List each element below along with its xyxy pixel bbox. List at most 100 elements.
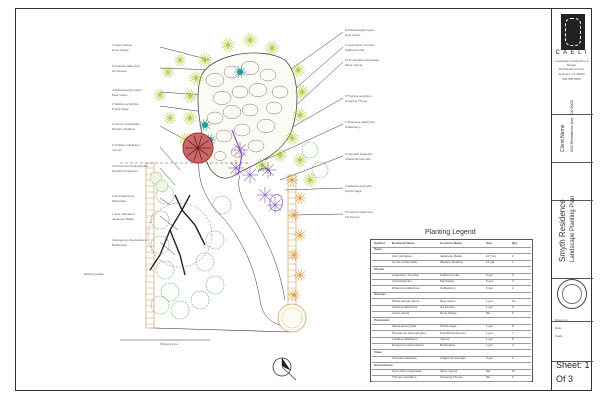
- grass-blade: [293, 64, 299, 71]
- callout-plant-quantity: 8 Muhlenbergia rigens: [345, 28, 375, 32]
- grass-blade: [226, 44, 229, 52]
- shrub-mass: [205, 275, 225, 295]
- grass-blade: [293, 69, 299, 76]
- grass-blade: [189, 95, 195, 102]
- shrub-mass: [150, 295, 170, 315]
- grass-blade: [291, 131, 294, 139]
- grass-blade: [227, 44, 230, 52]
- maple-branch: [187, 140, 199, 149]
- ornamental-grass: [303, 173, 317, 187]
- teal-accent-core: [202, 122, 208, 128]
- flagstone-paver: [212, 91, 232, 105]
- firm-address-1: 000 Residence Ave: [558, 67, 585, 71]
- legend-cell: 4: [512, 343, 514, 348]
- legend-cell: 1: [512, 253, 514, 258]
- path-edge-west: [198, 149, 281, 326]
- grass-blade: [271, 47, 279, 52]
- grass-blade: [301, 91, 304, 99]
- grass-blade: [297, 197, 301, 204]
- callout-plant-common: Purple Sage: [112, 107, 129, 111]
- legend-cell: 1 gal: [486, 343, 493, 348]
- grass-blade: [249, 39, 255, 46]
- grass-blade: [191, 77, 197, 84]
- plan-note-property-line: Property Line: [160, 342, 178, 346]
- grass-blade: [261, 159, 267, 166]
- grass-blade: [226, 38, 229, 46]
- title-block-seal-cell: [552, 279, 593, 322]
- callout-plant-common: Chaparral Clematis: [345, 157, 371, 161]
- grass-blade: [204, 53, 207, 61]
- sheet-number: Sheet: 1: [556, 360, 590, 370]
- grass-blade: [291, 137, 299, 142]
- grass-blade: [260, 158, 263, 166]
- legend-row: Grasses: [372, 292, 531, 300]
- grass-blade: [299, 159, 307, 164]
- grass-blade: [265, 47, 273, 52]
- grass-blade: [291, 209, 295, 216]
- grass-blade: [270, 47, 273, 55]
- grass-blade: [299, 234, 306, 239]
- grass-blade: [261, 158, 264, 166]
- legend-cell: 6: [512, 375, 514, 380]
- legend-cell: Arctostaphylos: [392, 279, 412, 284]
- legend-cell: Muhlenbergia rigens: [392, 298, 420, 303]
- drawn-by-label: Drawn by: [555, 318, 568, 322]
- grass-blade: [167, 71, 174, 76]
- legend-cell: California Lilac: [440, 273, 460, 277]
- grass-blade: [245, 34, 251, 41]
- grass-blade: [185, 117, 191, 124]
- grass-blade: [286, 176, 293, 181]
- grass-blade: [299, 109, 305, 116]
- grass-blade: [299, 274, 303, 281]
- north-arrow-tail: [281, 366, 297, 381]
- grass-blade: [275, 154, 281, 161]
- grass-blade: [179, 54, 184, 61]
- legend-cell: Foothill Penstemon: [440, 330, 466, 335]
- grass-blade: [259, 189, 266, 196]
- title-block-project-cell: [552, 201, 593, 279]
- grass-blade: [294, 231, 301, 236]
- grass-blade: [169, 114, 176, 119]
- grass-blade: [203, 53, 206, 61]
- shrub-mass: [170, 300, 190, 320]
- grass-blade: [289, 174, 293, 181]
- west-fence: [145, 162, 155, 329]
- legend-cell: Buckwheat: [440, 343, 455, 348]
- grass-blade: [267, 164, 274, 171]
- legend-cell: Silver Carpet: [440, 369, 458, 373]
- firm-phone: 555.555.5555: [562, 77, 581, 81]
- grass-blade: [227, 39, 233, 46]
- grass-blade: [295, 109, 301, 116]
- grass-blade: [164, 66, 169, 73]
- maple-branch: [197, 147, 203, 161]
- legend-row: Vines: [372, 350, 531, 357]
- leader-line: [289, 31, 344, 71]
- flagstone-paver: [247, 139, 265, 153]
- grass-blade: [257, 159, 263, 166]
- grass-blade: [262, 169, 269, 176]
- grass-blade: [159, 89, 164, 96]
- ornamental-grass: [291, 63, 305, 77]
- round-seat-inner: [281, 307, 303, 329]
- grass-blade: [270, 41, 273, 49]
- grass-blade: [291, 249, 295, 256]
- grass-blade: [294, 274, 301, 279]
- leader-line: [159, 105, 206, 113]
- grass-blade: [293, 291, 300, 296]
- grass-blade: [230, 167, 237, 174]
- grass-blade: [295, 114, 301, 121]
- legend-cell: 1 gal: [486, 305, 493, 309]
- grass-blade: [248, 39, 251, 47]
- title-block-firm-cell: [552, 8, 593, 115]
- grass-blade: [301, 86, 307, 93]
- grass-blade: [285, 137, 293, 142]
- legend-cell: 8: [512, 337, 514, 341]
- grass-blade: [223, 44, 229, 51]
- grass-blade: [291, 179, 298, 184]
- grass-blade: [204, 59, 210, 66]
- callout-plant-common: Deer Grass: [345, 33, 361, 37]
- grass-blade: [227, 41, 235, 46]
